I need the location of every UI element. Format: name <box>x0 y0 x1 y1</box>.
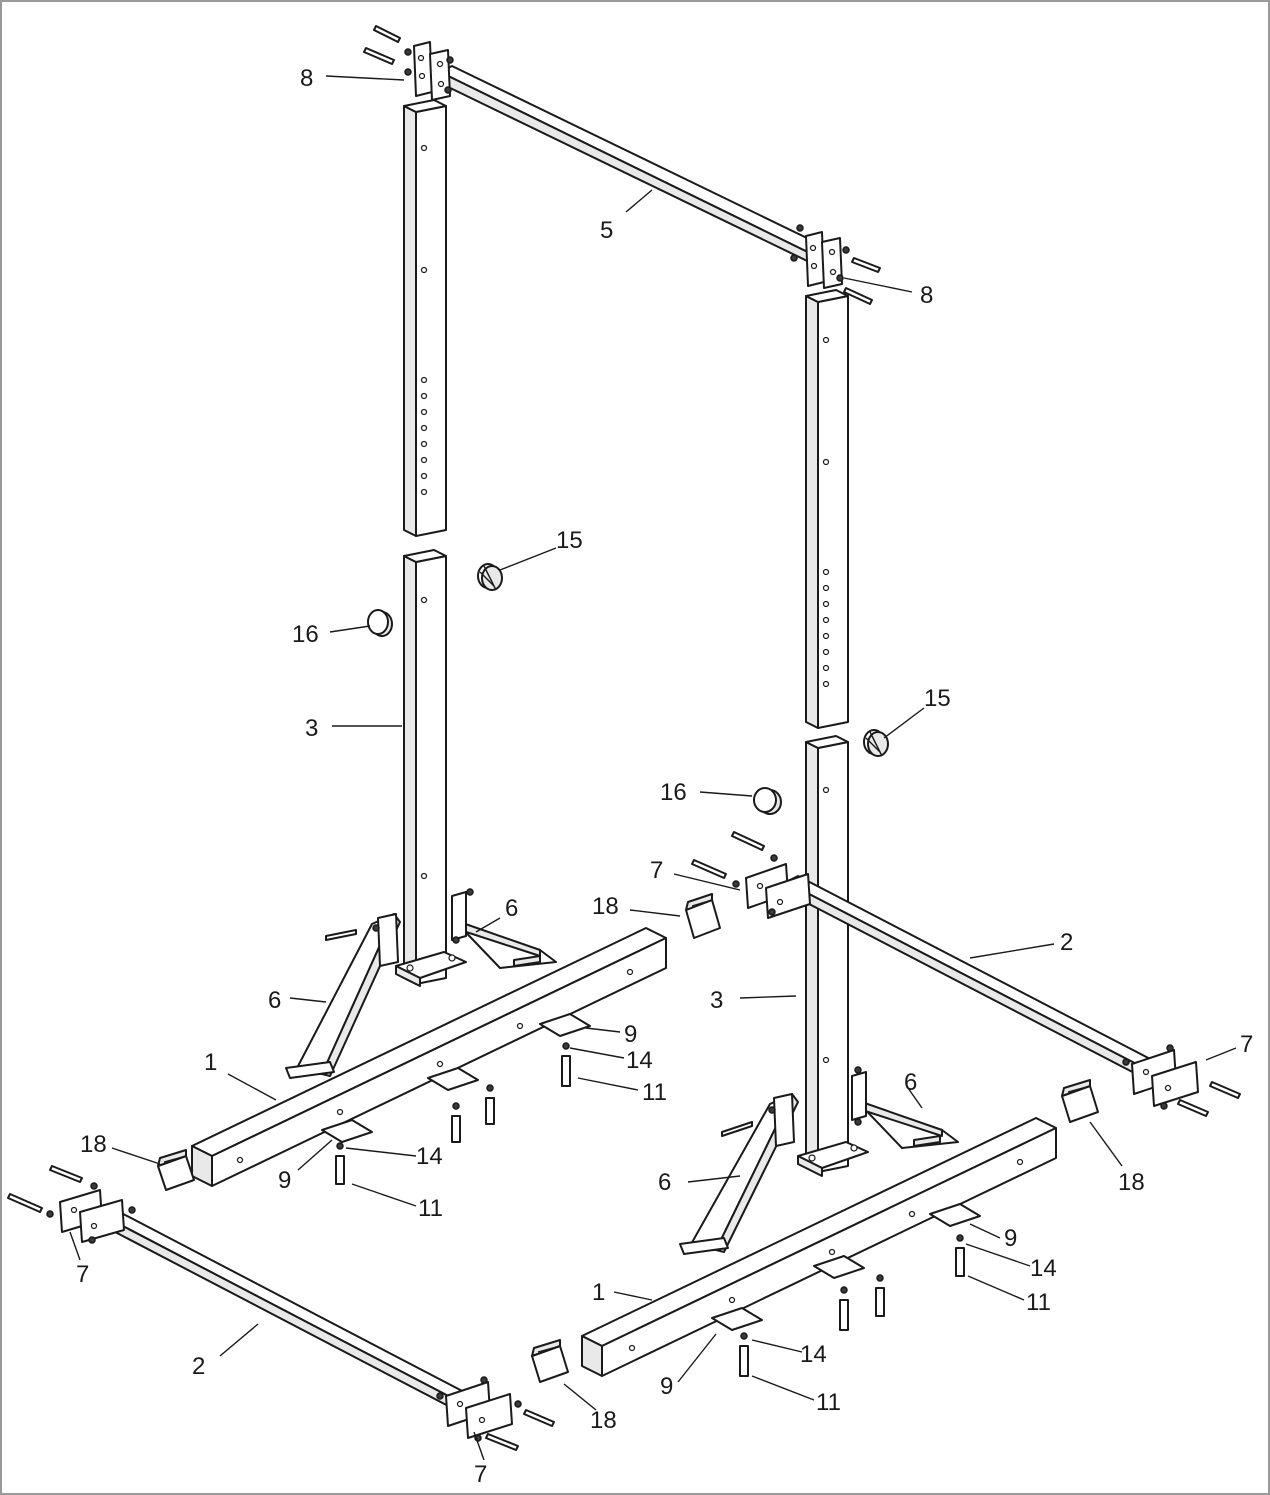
callout-3: 3 <box>710 987 723 1014</box>
callout-numbers: 8 5 8 15 16 3 15 16 7 18 6 2 6 3 7 1 9 1… <box>76 65 1253 1488</box>
callout-1: 1 <box>204 1049 217 1076</box>
right-bolts-11 <box>739 1234 965 1377</box>
callout-7: 7 <box>474 1461 487 1488</box>
callout-3: 3 <box>305 715 318 742</box>
left-bolts-11 <box>335 1042 571 1185</box>
knob-15-right <box>863 729 889 757</box>
cap-18-left-rear <box>531 1339 569 1383</box>
bolts-top-left <box>363 25 401 65</box>
left-base-beam-1 <box>191 927 667 1187</box>
cap-18-left-front <box>157 1149 195 1191</box>
callout-7: 7 <box>650 857 663 884</box>
callout-9: 9 <box>1004 1225 1017 1252</box>
cap-18-center <box>685 893 721 939</box>
callout-9: 9 <box>660 1373 673 1400</box>
callout-11: 11 <box>816 1389 841 1416</box>
right-upper-post <box>805 289 849 729</box>
bracket-7-right-rear <box>1122 1044 1241 1117</box>
crossbar-5 <box>439 65 841 273</box>
callout-7: 7 <box>1240 1031 1253 1058</box>
bracket-7-left-front <box>7 1165 136 1244</box>
callout-9: 9 <box>278 1167 291 1194</box>
callout-16: 16 <box>660 779 687 806</box>
left-lower-post-3 <box>395 549 467 987</box>
left-upper-post <box>403 99 447 537</box>
callout-6: 6 <box>904 1069 917 1096</box>
callout-8: 8 <box>920 282 933 309</box>
callout-11: 11 <box>642 1079 667 1106</box>
callout-7: 7 <box>76 1261 89 1288</box>
callout-6: 6 <box>505 895 518 922</box>
bracket-7-left-rear <box>436 1376 555 1451</box>
callout-18: 18 <box>1118 1169 1145 1196</box>
callout-14: 14 <box>800 1341 827 1368</box>
leader-lines <box>69 75 1237 1461</box>
callout-6: 6 <box>658 1169 671 1196</box>
callout-1: 1 <box>592 1279 605 1306</box>
callout-11: 11 <box>418 1195 443 1222</box>
right-plates-9 <box>711 1203 981 1331</box>
right-base-beam-1 <box>581 1117 1057 1377</box>
right-front-foot-6 <box>679 1093 799 1255</box>
left-front-foot-6 <box>285 913 401 1079</box>
left-rear-foot-6 <box>451 888 557 969</box>
callout-18: 18 <box>592 893 619 920</box>
left-plates-9 <box>321 1013 591 1143</box>
callout-2: 2 <box>192 1353 205 1380</box>
callout-16: 16 <box>292 621 319 648</box>
callout-2: 2 <box>1060 929 1073 956</box>
knob-15-left <box>477 563 503 591</box>
right-rear-foot-6 <box>851 1066 959 1149</box>
callout-15: 15 <box>556 527 583 554</box>
callout-5: 5 <box>600 217 613 244</box>
knob-16-right <box>753 787 782 815</box>
right-lower-post-3 <box>797 735 869 1177</box>
knob-16-left <box>367 609 393 637</box>
left-side-rail-2 <box>95 1205 469 1411</box>
bolts-top-right <box>843 257 881 305</box>
bracket-7-right-front <box>691 831 811 919</box>
callout-6: 6 <box>268 987 281 1014</box>
callout-18: 18 <box>590 1407 617 1434</box>
callout-9: 9 <box>624 1021 637 1048</box>
callout-8: 8 <box>300 65 313 92</box>
top-bracket-right-8 <box>790 224 850 289</box>
callout-14: 14 <box>416 1143 443 1170</box>
cap-18-right <box>1061 1079 1099 1123</box>
callout-15: 15 <box>924 685 951 712</box>
callout-11: 11 <box>1026 1289 1051 1316</box>
top-bracket-left-8 <box>404 41 454 101</box>
callout-14: 14 <box>1030 1255 1057 1282</box>
callout-14: 14 <box>626 1047 653 1074</box>
callout-18: 18 <box>80 1131 107 1158</box>
